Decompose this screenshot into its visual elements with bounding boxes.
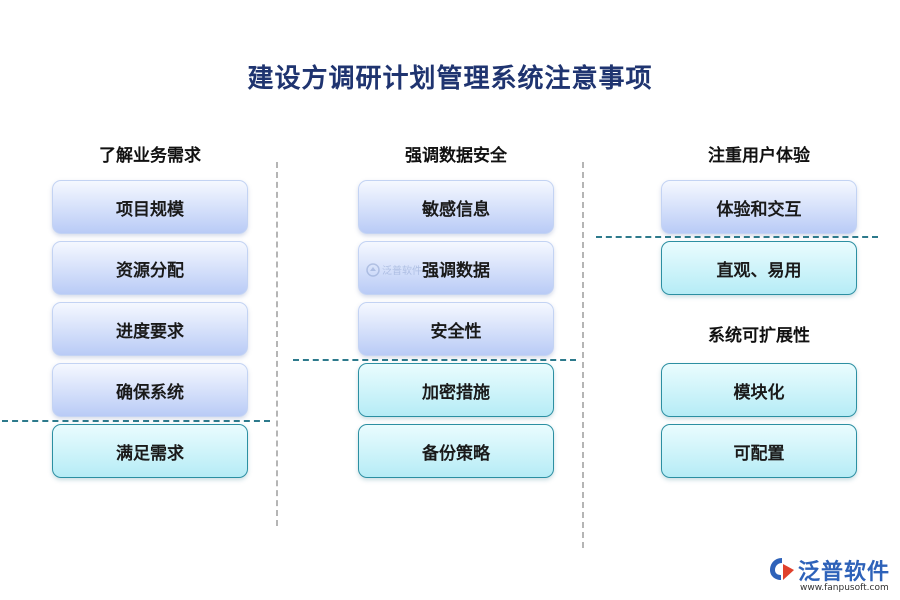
column-divider-1 — [276, 162, 278, 526]
item-security: 安全性 — [358, 302, 554, 356]
item-project-scale: 项目规模 — [52, 180, 248, 234]
item-ensure-system: 确保系统 — [52, 363, 248, 417]
column-heading-scalability: 系统可扩展性 — [708, 326, 810, 346]
watermark-text: 泛普软件 — [382, 266, 422, 277]
column-divider-2 — [582, 162, 584, 548]
item-backup-strategy: 备份策略 — [358, 424, 554, 478]
column-heading-business-needs: 了解业务需求 — [99, 146, 201, 166]
item-meet-needs: 满足需求 — [52, 424, 248, 478]
logo-url: www.fanpusoft.com — [800, 583, 889, 593]
watermark: 泛普软件 — [366, 262, 422, 277]
column-heading-data-security: 强调数据安全 — [405, 146, 507, 166]
item-schedule-requirement: 进度要求 — [52, 302, 248, 356]
item-emphasize-data: 强调数据 — [358, 241, 554, 295]
fanpu-logo-icon — [770, 558, 794, 580]
item-resource-allocation: 资源分配 — [52, 241, 248, 295]
divider-line-col3 — [596, 236, 878, 238]
divider-line-col1 — [2, 420, 270, 422]
brand-logo: 泛普软件 www.fanpusoft.com — [768, 554, 890, 594]
item-sensitive-info: 敏感信息 — [358, 180, 554, 234]
item-intuitive-easy: 直观、易用 — [661, 241, 857, 295]
item-experience-interaction: 体验和交互 — [661, 180, 857, 234]
item-configurable: 可配置 — [661, 424, 857, 478]
column-heading-user-experience: 注重用户体验 — [708, 146, 810, 166]
item-modular: 模块化 — [661, 363, 857, 417]
logo-name: 泛普软件 — [798, 560, 891, 585]
divider-line-col2 — [293, 359, 576, 361]
watermark-logo-icon — [366, 262, 380, 277]
page-title: 建设方调研计划管理系统注意事项 — [247, 64, 653, 94]
item-encryption: 加密措施 — [358, 363, 554, 417]
